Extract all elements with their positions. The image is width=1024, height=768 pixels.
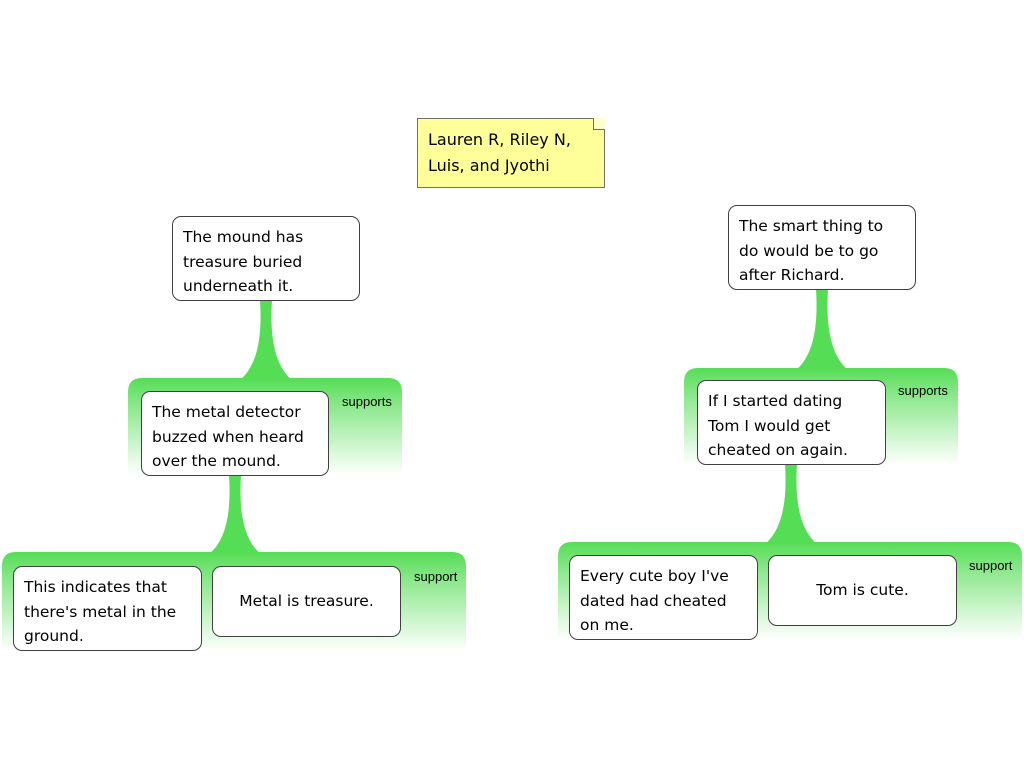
connector-stem-right-bottom — [765, 464, 817, 544]
connector-stem-right-top — [796, 289, 848, 370]
premise-box-left-2[interactable]: Metal is treasure. — [212, 566, 401, 637]
reason-box-left[interactable]: The metal detector buzzed when heard ove… — [141, 391, 329, 476]
connector-stem-left-bottom — [209, 475, 261, 554]
note-corner-fold — [593, 118, 605, 130]
contention-box-left[interactable]: The mound has treasure buried underneath… — [172, 216, 360, 301]
reason-box-right[interactable]: If I started dating Tom I would get chea… — [697, 380, 886, 465]
premise-label-left: support — [414, 569, 458, 584]
connector-stem-left-top — [240, 300, 292, 380]
reason-label-right: supports — [898, 383, 948, 398]
premise-box-left-1[interactable]: This indicates that there's metal in the… — [13, 566, 202, 651]
reason-label-left: supports — [342, 394, 392, 409]
premise-box-right-2[interactable]: Tom is cute. — [768, 555, 957, 626]
title-note[interactable]: Lauren R, Riley N, Luis, and Jyothi — [417, 118, 605, 188]
premise-label-right: support — [969, 558, 1013, 573]
contention-box-right[interactable]: The smart thing to do would be to go aft… — [728, 205, 916, 290]
premise-box-right-1[interactable]: Every cute boy I've dated had cheated on… — [569, 555, 758, 640]
